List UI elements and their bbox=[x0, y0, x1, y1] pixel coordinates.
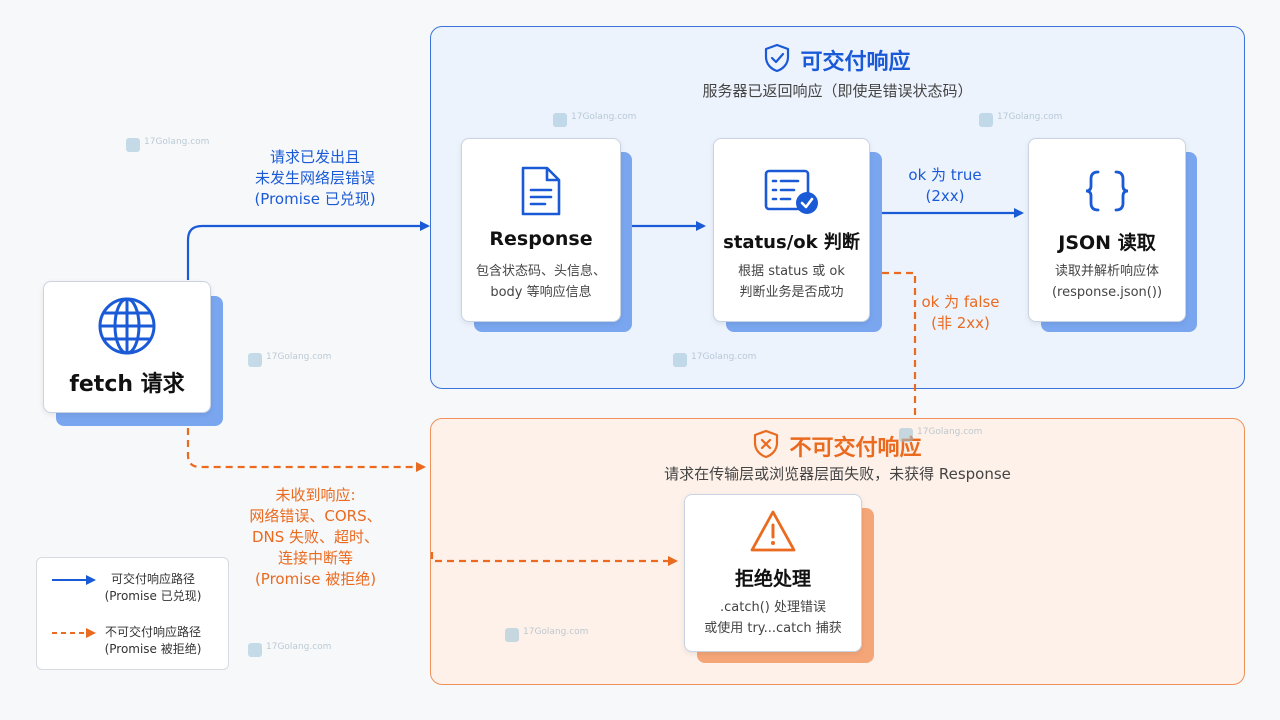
watermark-logo-icon bbox=[505, 628, 519, 642]
watermark: 17Golang.com bbox=[505, 627, 588, 642]
watermark: 17Golang.com bbox=[673, 352, 756, 367]
watermark-logo-icon bbox=[553, 113, 567, 127]
edge-fetch-to-undeliverable bbox=[186, 428, 426, 472]
response-desc: 包含状态码、头信息、 body 等响应信息 bbox=[475, 264, 606, 300]
deliverable-title-text: 可交付响应 bbox=[800, 50, 911, 75]
legend-solid-line bbox=[52, 575, 96, 585]
status-ok-desc: 根据 status 或 ok 判断业务是否成功 bbox=[738, 264, 845, 300]
fetch-node-title: fetch 请求 bbox=[69, 372, 185, 397]
watermark: 17Golang.com bbox=[553, 112, 636, 127]
watermark: 17Golang.com bbox=[248, 352, 331, 367]
edge-label-to-deliverable: 请求已发出且 未发生网络层错误 (Promise 已兑现) bbox=[254, 148, 376, 208]
shield-check-icon bbox=[764, 43, 790, 79]
watermark: 17Golang.com bbox=[979, 112, 1062, 127]
watermark: 17Golang.com bbox=[126, 137, 209, 152]
watermark: 17Golang.com bbox=[899, 427, 982, 442]
reject-title: 拒绝处理 bbox=[734, 568, 811, 590]
warning-icon bbox=[685, 509, 861, 553]
edge-label-to-undeliverable: 未收到响应: 网络错误、CORS、 DNS 失败、超时、 连接中断等 (Prom… bbox=[249, 486, 382, 588]
watermark: 17Golang.com bbox=[248, 642, 331, 657]
edge-label-ok-true: ok 为 true (2xx) bbox=[908, 166, 982, 205]
edge-label-ok-false: ok 为 false (非 2xx) bbox=[921, 293, 1000, 332]
checklist-icon bbox=[714, 169, 869, 215]
legend: 可交付响应路径 (Promise 已兑现) 不可交付响应路径 (Promise … bbox=[36, 557, 229, 670]
deliverable-title: 可交付响应 bbox=[431, 43, 1244, 79]
fetch-node: fetch 请求 bbox=[43, 281, 211, 413]
response-node: Response 包含状态码、头信息、 body 等响应信息 bbox=[461, 138, 621, 322]
status-ok-node: status/ok 判断 根据 status 或 ok 判断业务是否成功 bbox=[713, 138, 870, 322]
document-icon bbox=[462, 165, 620, 217]
edge-fetch-to-deliverable bbox=[186, 221, 430, 280]
watermark-logo-icon bbox=[248, 643, 262, 657]
edge-to-reject bbox=[430, 552, 678, 566]
globe-icon bbox=[44, 296, 210, 356]
status-ok-title: status/ok 判断 bbox=[723, 232, 860, 253]
json-node: JSON 读取 读取并解析响应体 (response.json()) bbox=[1028, 138, 1186, 322]
watermark-logo-icon bbox=[979, 113, 993, 127]
legend-deliverable-label: 可交付响应路径 (Promise 已兑现) bbox=[104, 572, 202, 603]
undeliverable-subtitle: 请求在传输层或浏览器层面失败，未获得 Response bbox=[664, 465, 1011, 483]
json-desc: 读取并解析响应体 (response.json()) bbox=[1051, 264, 1163, 300]
watermark-logo-icon bbox=[126, 138, 140, 152]
watermark-logo-icon bbox=[248, 353, 262, 367]
shield-x-icon bbox=[753, 429, 779, 465]
watermark-logo-icon bbox=[673, 353, 687, 367]
reject-node: 拒绝处理 .catch() 处理错误 或使用 try...catch 捕获 bbox=[684, 494, 862, 652]
response-title: Response bbox=[489, 228, 593, 250]
braces-icon bbox=[1029, 169, 1185, 213]
watermark-logo-icon bbox=[899, 428, 913, 442]
legend-dashed-line bbox=[52, 628, 96, 638]
deliverable-subtitle: 服务器已返回响应（即使是错误状态码） bbox=[702, 82, 973, 100]
json-title: JSON 读取 bbox=[1058, 232, 1156, 254]
legend-undeliverable-label: 不可交付响应路径 (Promise 被拒绝) bbox=[104, 625, 202, 656]
reject-desc: .catch() 处理错误 或使用 try...catch 捕获 bbox=[704, 600, 842, 636]
